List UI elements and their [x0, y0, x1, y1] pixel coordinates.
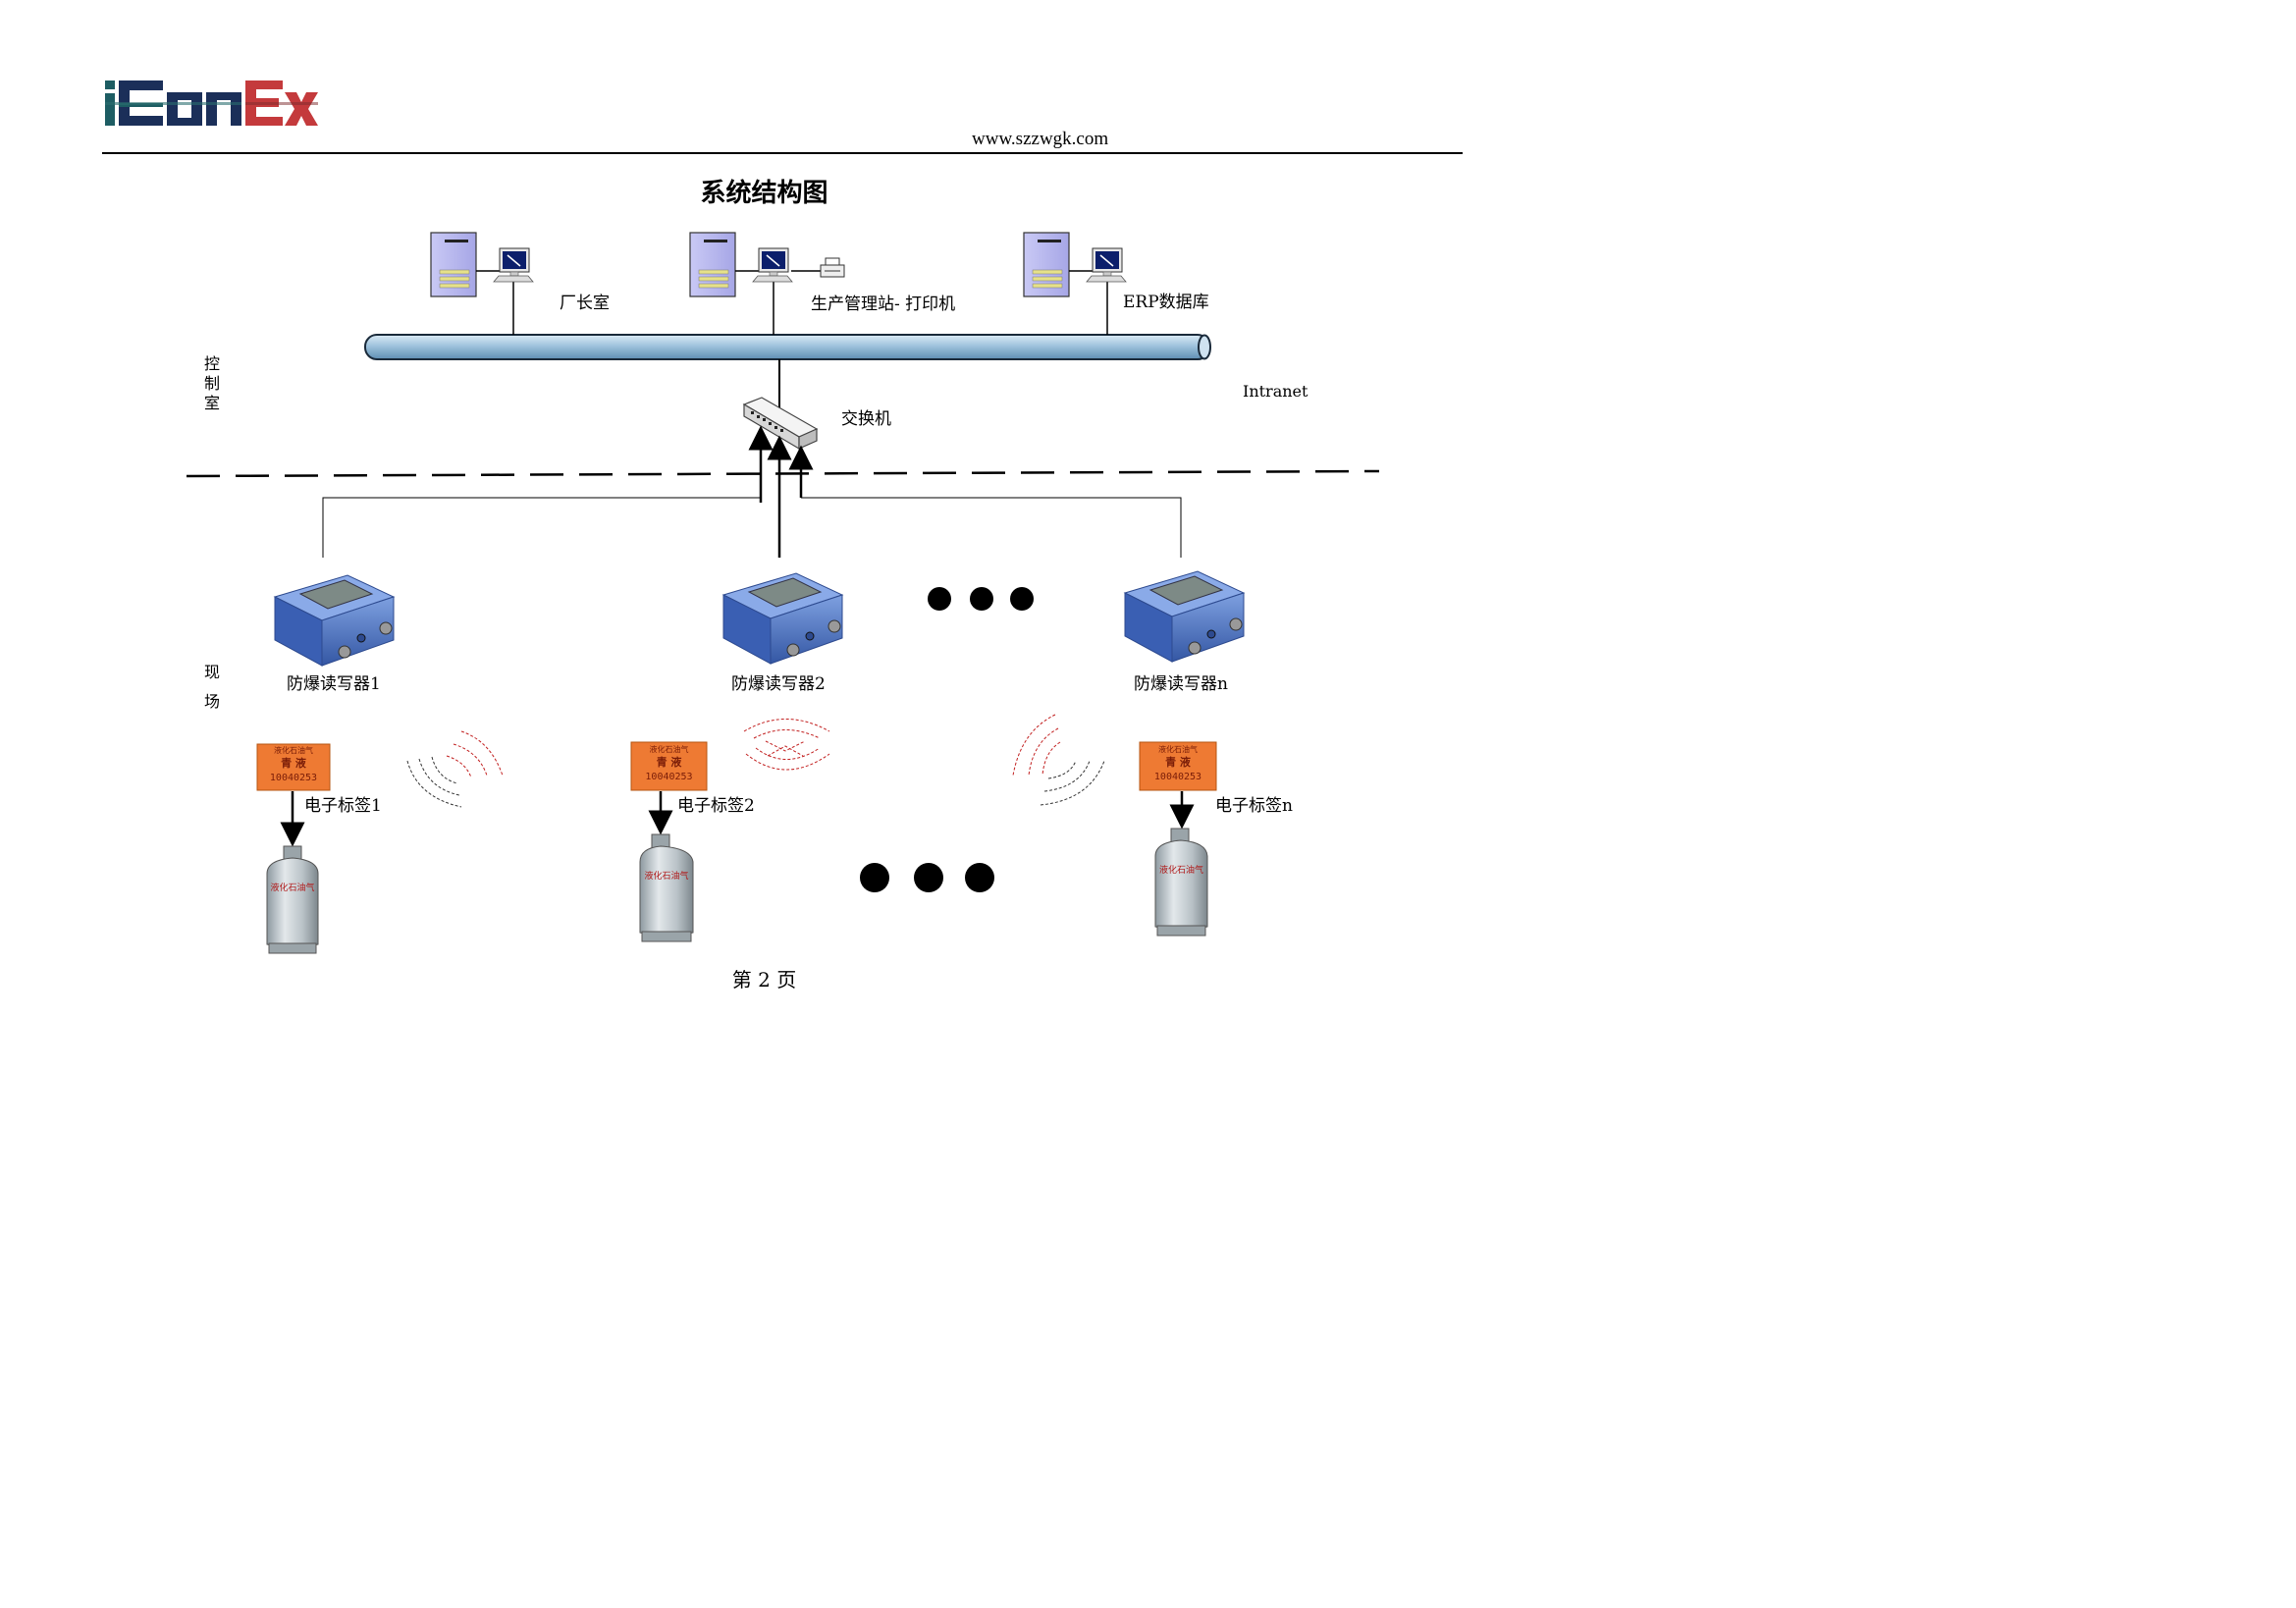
- diagram-canvas: [105, 80, 1380, 954]
- cylinder-2-text: 液化石油气: [644, 872, 689, 882]
- reader-n-device: [1123, 570, 1246, 663]
- workstation-2: [689, 232, 845, 297]
- zone-boundary-dashed-line: [186, 469, 1380, 478]
- workstation-3: [1023, 232, 1127, 297]
- page: www.szzwgk.com 系统结构图 控制室 现场 Intranet 厂长室…: [0, 0, 1528, 1081]
- tag-label-1: 电子标签1: [304, 796, 382, 816]
- zone-label-control-room: 控制室: [201, 355, 220, 414]
- station-label-1: 厂长室: [560, 294, 610, 313]
- logo-o: [167, 92, 202, 126]
- gas-cylinder-2-icon: [639, 833, 694, 942]
- monitor-icon: [752, 247, 793, 283]
- station-label-3: ERP数据库: [1123, 293, 1209, 312]
- logo-x: [285, 92, 318, 126]
- logo-i-dot: [105, 80, 115, 89]
- header-url[interactable]: www.szzwgk.com: [972, 129, 1109, 149]
- logo: [105, 80, 318, 126]
- diagram-title: 系统结构图: [700, 179, 828, 208]
- tag-1-card: [256, 743, 331, 791]
- rf-waves-2-icon: [743, 719, 830, 771]
- header-divider: [102, 152, 1463, 154]
- tag-n-text: 液化石油气 青 液 10040253: [1153, 745, 1202, 782]
- gas-cylinder-1-icon: [266, 845, 319, 954]
- network-label: Intranet: [1243, 382, 1308, 401]
- reader-2-device: [721, 572, 844, 665]
- tag-2-card: [630, 741, 708, 791]
- rf-waves-n-icon: [1012, 714, 1105, 806]
- monitor-icon: [493, 247, 534, 283]
- tag-1-text: 液化石油气 青 液 10040253: [269, 746, 318, 783]
- reader-label-2: 防爆读写器2: [731, 674, 826, 694]
- workstation-1: [430, 232, 534, 297]
- reader-label-n: 防爆读写器n: [1134, 674, 1228, 694]
- logo-i-stem: [105, 93, 115, 126]
- cylinder-1-text: 液化石油气: [270, 884, 315, 893]
- switch-label: 交换机: [841, 409, 891, 429]
- reader-1-device: [273, 574, 396, 667]
- tag-label-n: 电子标签n: [1215, 796, 1293, 816]
- logo-n: [206, 92, 241, 126]
- station-label-2: 生产管理站- 打印机: [811, 295, 956, 314]
- ellipsis-dots-readers: [928, 587, 1034, 611]
- tag-2-text: 液化石油气 青 液 10040253: [645, 745, 693, 782]
- ellipsis-dots-cylinders: [860, 863, 994, 892]
- tag-n-card: [1139, 741, 1217, 791]
- tag-label-2: 电子标签2: [677, 796, 755, 816]
- zone-label-field: 现场: [201, 664, 220, 723]
- monitor-icon: [1086, 247, 1127, 283]
- uplinks: [322, 425, 1182, 558]
- intranet-pipe: [364, 334, 1211, 360]
- page-number: 第 2 页: [731, 968, 797, 992]
- rf-waves-1-icon: [406, 730, 504, 808]
- gas-cylinder-n-icon: [1154, 828, 1208, 937]
- printer-icon: [820, 257, 845, 278]
- reader-label-1: 防爆读写器1: [287, 674, 381, 694]
- cylinder-n-text: 液化石油气: [1158, 866, 1203, 876]
